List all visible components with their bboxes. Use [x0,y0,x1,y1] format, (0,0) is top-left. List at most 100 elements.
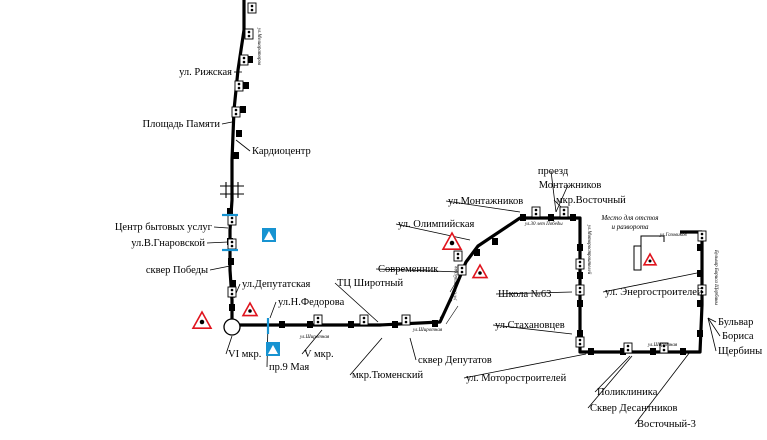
turnaround-circle-icon [223,318,241,336]
stop-leader-line [349,337,383,376]
bus-stop-icon [588,348,594,355]
traffic-light-icon [234,80,244,92]
bus-stop-icon [233,152,239,159]
bus-stop-icon [236,130,242,137]
warning-sign-icon [471,263,489,279]
bus-stop-icon [577,272,583,279]
stop-leader-line [707,317,717,323]
stop-leader-line [334,282,379,323]
stop-leader-line [445,200,521,213]
street-name-label: ул.Олимпийская [452,265,459,301]
traffic-light-icon [231,106,241,118]
bus-stop-icon [697,330,703,337]
stop-leader-line [213,226,229,229]
street-name-label: ул.Мелиораторов [256,27,261,66]
stop-leader-line [395,223,471,241]
stop-label: ул.Н.Федорова [278,297,345,308]
turnaround-place-icon [633,235,665,271]
bus-stop-icon [680,348,686,355]
bus-stop-icon [697,270,703,277]
stop-leader-line [492,324,573,335]
stop-label: Монтажников [539,180,602,191]
traffic-light-icon [575,284,585,296]
stop-leader-line [225,335,233,355]
stop-label: Бульвар [718,317,753,328]
stop-label: Современник [378,264,439,275]
traffic-light-icon [697,230,707,242]
traffic-light-icon [313,314,323,326]
stop-label: Школа №63 [498,289,551,300]
bus-stop-icon [548,214,554,221]
stop-label: мкр.Восточный [556,195,626,206]
traffic-light-icon [244,28,254,40]
stop-leader-line [550,170,557,213]
bus-stop-icon [577,244,583,251]
traffic-light-icon [247,2,257,14]
bus-stop-icon [697,244,703,251]
bus-stop-icon [228,258,234,265]
street-name-label: ул.Моторостроителей [586,224,592,275]
bus-stop-icon [697,300,703,307]
traffic-light-icon [239,54,249,66]
turnaround-note: и разворота [611,223,649,231]
stop-leader-line [634,351,691,425]
stop-label: сквер Победы [146,265,208,276]
pedestrian-crossing-icon [266,342,280,356]
stop-leader-line [463,353,587,379]
traffic-light-icon [227,238,237,250]
bus-stop-icon [620,348,626,355]
traffic-light-icon [575,258,585,270]
stop-label: ул. Рижская [179,67,232,78]
street-name-label: Бульвар Бориса Щербины [713,249,718,306]
stop-label: Центр бытовых услуг [115,222,213,233]
traffic-light-icon [227,286,237,298]
bus-stop-icon [279,321,285,328]
stop-leader-line [602,271,703,293]
stop-leader-line [707,317,717,352]
bus-stop-icon [240,106,246,113]
warning-sign-icon [241,301,259,317]
stop-leader-line [555,184,569,213]
stop-label: ул.Монтажников [448,196,523,207]
railway-crossing-icon [220,182,244,198]
traffic-light-icon [531,206,541,218]
bus-stop-icon [520,214,526,221]
stop-leader-line [301,329,323,355]
stop-label: ул.Депутатская [242,279,311,290]
traffic-light-icon [623,342,633,354]
bus-stop-icon [577,300,583,307]
stop-label: Поликлиника [597,387,658,398]
stop-label: Восточный-3 [637,419,696,430]
turnaround-note: Место для отстоя [600,214,658,222]
traffic-light-icon [401,314,411,326]
stop-label: Кардиоцентр [252,146,311,157]
stop-leader-line [594,355,631,393]
stop-label: сквер Депутатов [418,355,492,366]
pedestrian-crossing-icon [262,228,276,242]
bus-stop-icon [247,56,253,63]
stop-label: VI мкр. [228,349,261,360]
traffic-light-icon [453,250,463,262]
street-name-label: ул.Широтная [412,328,443,333]
stop-leader-line [409,337,417,361]
stop-label: ТЦ Широтный [337,278,403,289]
traffic-light-icon [559,206,569,218]
bus-stop-icon [492,238,498,245]
stop-label: Сквер Десантников [590,403,677,414]
stop-label: ул. Моторостроителей [466,373,567,384]
bus-stop-icon [229,304,235,311]
stop-label: ул.В.Гнаровской [131,238,205,249]
stop-label: Щербины [718,346,762,357]
stop-label: ул.Стахановцев [495,320,565,331]
stop-label: ул. Олимпийская [398,219,474,230]
stop-label: ул. Энергостроителей [605,287,703,298]
warning-sign-icon [191,310,213,330]
bus-stop-icon [227,208,233,215]
stop-label: Площадь Памяти [143,119,221,130]
stop-leader-line [235,139,251,152]
traffic-light-icon [697,284,707,296]
bus-stop-icon [392,321,398,328]
traffic-light-icon [659,342,669,354]
